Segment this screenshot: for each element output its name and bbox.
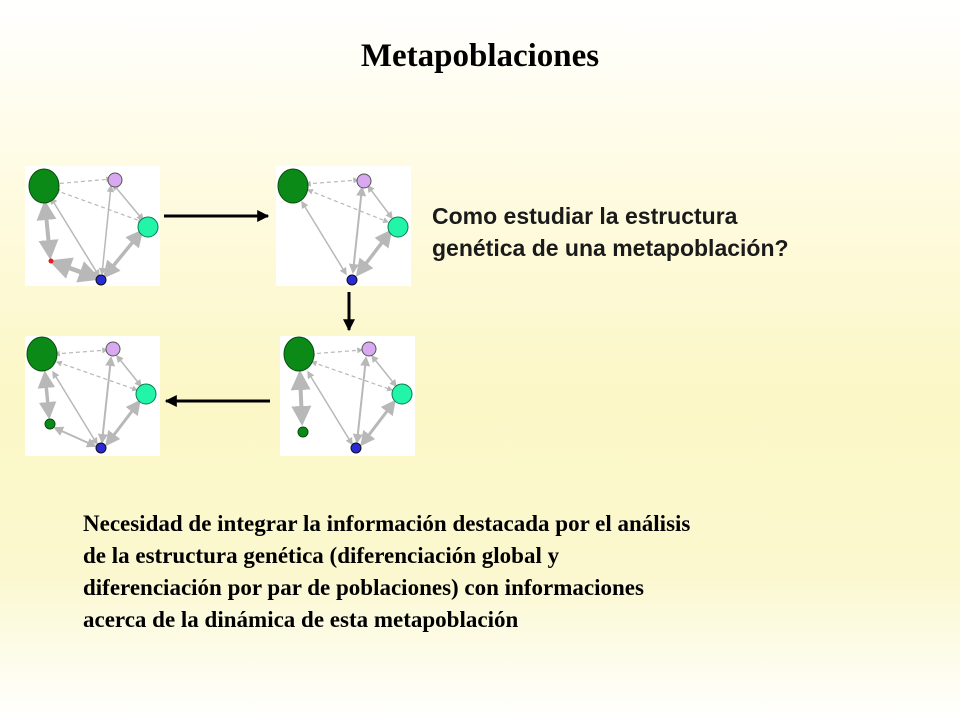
population-node-large — [26, 336, 58, 372]
population-node-aqua — [387, 216, 409, 238]
population-node-small-green — [297, 426, 309, 438]
network-edges — [37, 347, 142, 448]
network-panel-1 — [25, 166, 160, 286]
question-line-2: genética de una metapoblación? — [432, 235, 789, 261]
population-node-red — [48, 258, 54, 264]
population-node-blue — [350, 442, 362, 454]
population-node-large — [28, 168, 60, 204]
population-node-lavender — [107, 172, 123, 188]
population-node-lavender — [356, 173, 372, 189]
question-line-1: Como estudiar la estructura — [432, 203, 738, 229]
population-node-aqua — [137, 216, 159, 238]
population-node-lavender — [105, 341, 121, 357]
network-edges — [290, 347, 397, 447]
network-panel-2 — [276, 166, 411, 286]
network-edges — [301, 177, 393, 277]
network-panel-3 — [25, 336, 160, 456]
network-edges — [36, 176, 145, 283]
population-node-aqua — [391, 383, 413, 405]
population-node-blue — [95, 442, 107, 454]
population-node-small-green — [44, 418, 56, 430]
slide-title: Metapoblaciones — [360, 38, 600, 74]
body-line-2: de la estructura genética (diferenciació… — [83, 543, 560, 568]
population-node-blue — [346, 274, 358, 286]
body-line-1: Necesidad de integrar la información des… — [83, 511, 691, 536]
network-panel-4 — [280, 336, 415, 456]
population-node-blue — [95, 274, 107, 286]
body-line-4: acerca de la dinámica de esta metapoblac… — [83, 607, 519, 632]
body-paragraph: Necesidad de integrar la información des… — [83, 508, 943, 636]
population-node-large — [277, 168, 309, 204]
population-node-aqua — [135, 383, 157, 405]
research-question: Como estudiar la estructura genética de … — [432, 200, 932, 264]
population-node-large — [283, 336, 315, 372]
population-node-lavender — [361, 341, 377, 357]
body-line-3: diferenciación por par de poblaciones) c… — [83, 575, 644, 600]
